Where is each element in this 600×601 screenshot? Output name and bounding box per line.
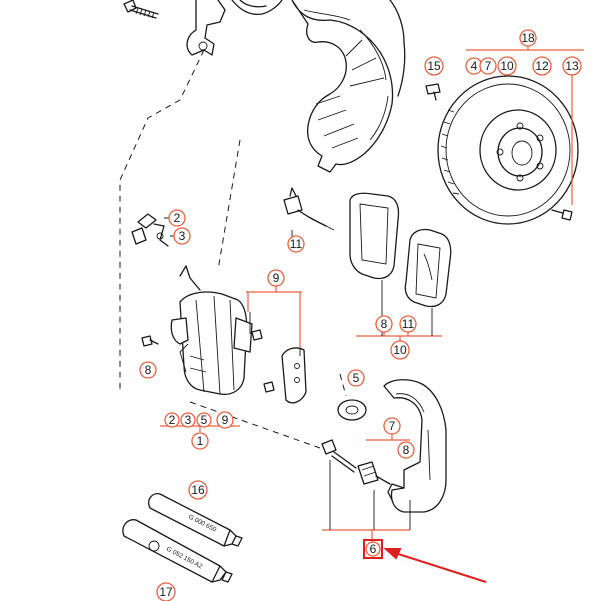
callout-9: 9 (267, 269, 285, 287)
bushing-5 (337, 399, 367, 421)
bolt-15 (425, 83, 441, 101)
svg-text:18: 18 (521, 31, 535, 45)
guide-bolts-9 (251, 329, 307, 404)
brake-caliper (170, 265, 253, 396)
steering-knuckle (186, 0, 283, 56)
highlight-box-6 (363, 539, 383, 559)
svg-text:17: 17 (159, 585, 173, 599)
svg-text:13: 13 (565, 59, 579, 73)
callout-2-group: 2 (164, 412, 180, 428)
callout-11-pads: 11 (399, 315, 417, 333)
svg-text:12: 12 (535, 59, 549, 73)
callout-12: 12 (532, 56, 552, 76)
wear-sensor-11 (283, 187, 335, 231)
callout-8-pads: 8 (375, 315, 393, 333)
dashed-leader-bracket (339, 373, 347, 397)
callout-2-top: 2 (168, 209, 186, 227)
brake-carrier (383, 379, 447, 513)
callout-16: 16 (188, 480, 208, 500)
bleed-bolt-8 (141, 335, 159, 347)
svg-text:2: 2 (174, 211, 181, 225)
callout-17: 17 (156, 582, 176, 601)
callout-8-bracket: 8 (397, 441, 415, 459)
callout-7: 7 (479, 57, 497, 75)
svg-text:5: 5 (353, 371, 360, 385)
svg-text:6: 6 (370, 542, 377, 556)
svg-text:10: 10 (500, 59, 514, 73)
svg-text:5: 5 (201, 413, 208, 427)
callout-10-pads: 10 (390, 340, 410, 360)
bracket-9 (246, 284, 302, 348)
callout-5-group: 5 (196, 412, 212, 428)
svg-text:8: 8 (145, 363, 152, 377)
pointer-arrowhead (383, 548, 402, 560)
bracket-8-right (366, 434, 410, 441)
bolt-top-left (123, 0, 159, 19)
splash-shield (291, 0, 406, 173)
bracket-10 (356, 330, 442, 342)
svg-text:11: 11 (402, 317, 415, 331)
callout-18: 18 (519, 29, 537, 47)
svg-text:3: 3 (179, 229, 186, 243)
callout-15: 15 (424, 56, 444, 76)
svg-text:8: 8 (381, 317, 388, 331)
callout-1: 1 (191, 432, 209, 450)
callout-6: 6 (365, 541, 381, 557)
callout-3-group: 3 (180, 412, 196, 428)
callout-10: 10 (497, 56, 517, 76)
svg-text:9: 9 (222, 413, 229, 427)
disc-screw-13 (551, 72, 573, 221)
svg-text:11: 11 (290, 237, 303, 251)
svg-text:3: 3 (185, 413, 192, 427)
svg-text:9: 9 (273, 271, 280, 285)
callout-11-sensor: 11 (287, 235, 305, 253)
brake-pads (349, 192, 452, 308)
svg-text:15: 15 (427, 59, 441, 73)
svg-text:7: 7 (389, 419, 396, 433)
callout-8-left: 8 (139, 361, 157, 379)
callout-13: 13 (562, 56, 582, 76)
svg-text:1: 1 (197, 434, 204, 448)
guide-pin-6 (321, 439, 391, 485)
pointer-arrow-line (391, 551, 487, 583)
callout-3-top: 3 (173, 227, 191, 245)
connector-2-3 (131, 213, 169, 247)
svg-text:10: 10 (393, 343, 407, 357)
svg-text:2: 2 (169, 413, 176, 427)
svg-text:4: 4 (471, 59, 478, 73)
brake-disc (437, 75, 579, 225)
dashed-leader-knuckle (119, 49, 205, 390)
callout-7-bracket: 7 (383, 417, 401, 435)
dashed-leader-caliper (189, 401, 321, 449)
callout-9-group: 9 (216, 411, 234, 429)
svg-text:16: 16 (191, 483, 205, 497)
svg-text:7: 7 (485, 59, 492, 73)
svg-text:8: 8 (403, 443, 410, 457)
dashed-leader-knuckle-2 (217, 139, 241, 271)
callout-5: 5 (347, 369, 365, 387)
